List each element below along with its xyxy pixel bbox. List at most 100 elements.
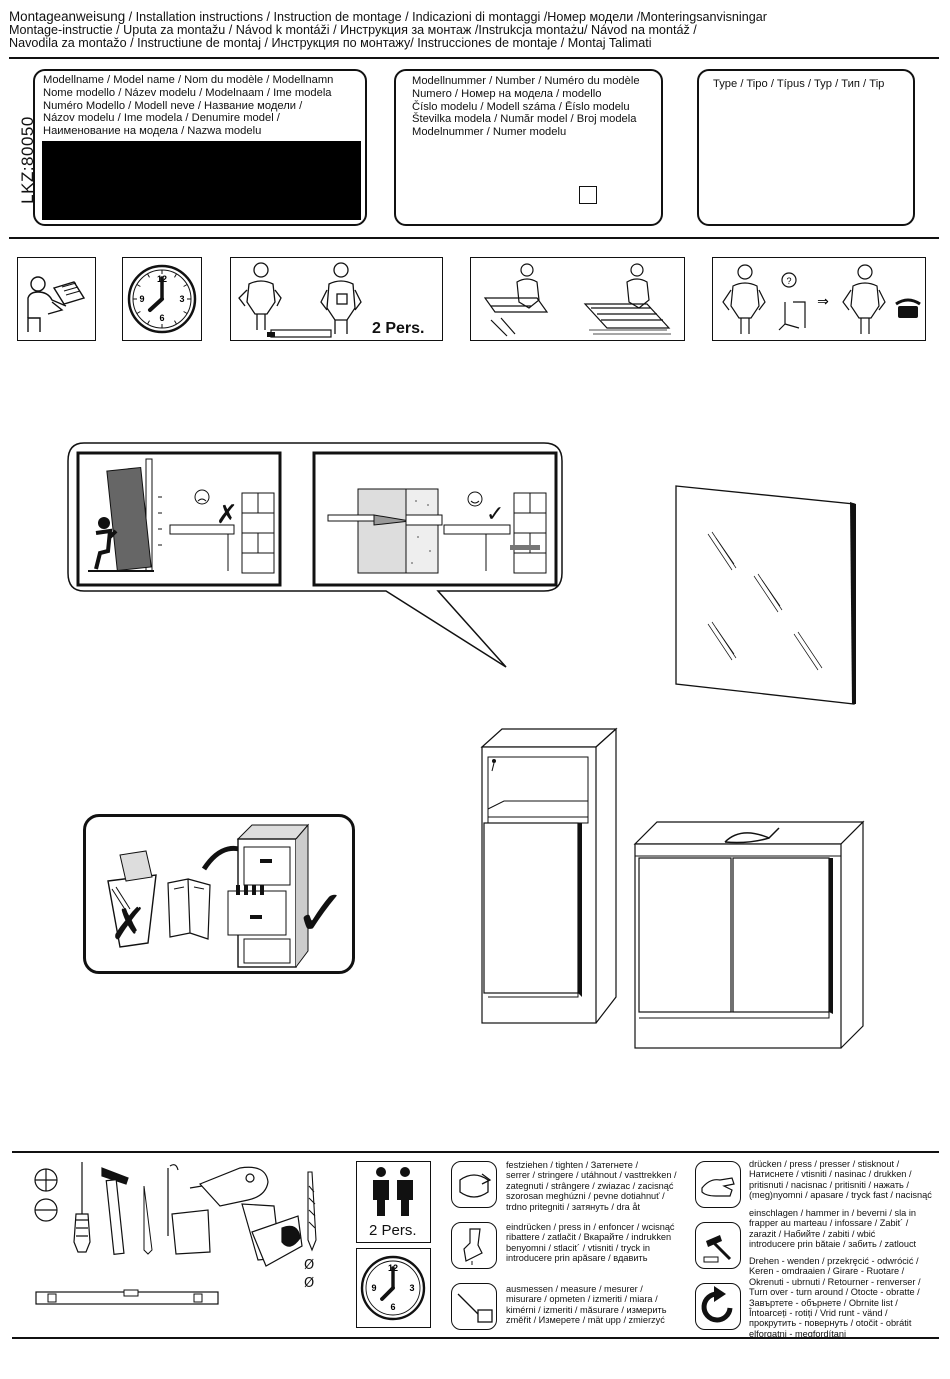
press-in-line: benyomni / stlacit´ / vtisniti / tryck i… — [506, 1242, 650, 1253]
measure-line: misurare / opmeten / izmeriti / miara / — [506, 1294, 658, 1305]
turn-over-icon — [701, 1286, 733, 1323]
model-name-box: Modellname / Model name / Nom du modèle … — [33, 69, 367, 226]
two-persons-icon — [373, 1167, 413, 1216]
keep-manual-panel: ✗ ✓ — [83, 814, 355, 974]
bottom-rule-bottom — [12, 1337, 939, 1339]
redacted-model-name — [42, 141, 361, 220]
model-number-checkbox[interactable] — [579, 186, 597, 204]
sink-cabinet-illustration — [633, 820, 865, 1049]
press-in-line: introducere prin apăsare / вдавить — [506, 1253, 648, 1264]
model-number-box: Modellnummer / Number / Numéro du modèle… — [394, 69, 663, 226]
press-line: (meg)nyomni / apasare / tryck fast / nac… — [749, 1190, 932, 1201]
tall-cabinet-illustration — [480, 727, 618, 1024]
hammer-icon — [101, 1167, 129, 1255]
drill-diameter-1: Ø — [304, 1258, 315, 1273]
turn-over-line: Întoarceți - rotiți / Vrid runt - vänd / — [749, 1308, 888, 1319]
turn-over-line: Keren - omdraaien / Girare - Ruotare / — [749, 1266, 905, 1277]
hammer-in-line: introducere prin bătaie / забить / zatlo… — [749, 1239, 917, 1250]
svg-text:?: ? — [786, 276, 791, 286]
model-number-line: Modelnummer / Numer modelu — [412, 126, 567, 139]
hammer-in-line: zarazit / Набийте / zabiti / wbić — [749, 1228, 876, 1239]
drill-diameter-2: Ø — [304, 1276, 315, 1291]
press-hand-icon — [701, 1177, 735, 1197]
small-clock-number-9: 9 — [371, 1283, 376, 1293]
header-line-3: Navodila za montažo / Instructiune de mo… — [9, 36, 652, 50]
small-clock-icon: 12 3 6 9 — [360, 1255, 426, 1321]
press-line: drücken / press / presser / stisknout / — [749, 1159, 900, 1169]
measure-line: změřit / Измерете / mät upp / zmierzyć — [506, 1315, 665, 1326]
model-name-line: Numéro Modello / Modell neve / Название … — [43, 99, 303, 112]
svg-text:⇒: ⇒ — [817, 294, 829, 310]
floor-protection-panel — [470, 257, 685, 341]
read-manual-icon — [27, 276, 86, 332]
press-in-legend-box — [451, 1222, 497, 1269]
missing-parts-call-icon: ? ⇒ — [722, 264, 921, 334]
model-name-line: Modellname / Model name / Nom du modèle … — [43, 74, 334, 86]
clock-number-9: 9 — [139, 294, 144, 304]
press-in-line: ribattere / zatlačit / Вкарайте / indruk… — [506, 1232, 672, 1243]
tighten-line: festziehen / tighten / Затегнете / — [506, 1160, 639, 1170]
small-clock-number-6: 6 — [390, 1302, 395, 1312]
press-in-icon — [463, 1228, 483, 1265]
turn-over-line: Drehen - wenden / przekręcić - odwrócić … — [749, 1256, 919, 1266]
drill-icon — [189, 1166, 303, 1267]
clock-panel: 12 3 6 9 — [122, 257, 202, 341]
small-clock-number-3: 3 — [409, 1283, 414, 1293]
svg-text:✓: ✓ — [486, 502, 504, 527]
press-line: Натиснете / vtisniti / nasinac / drukken… — [749, 1169, 912, 1180]
turn-over-line: Okrenuti - ubrnuti / Retourner - renvers… — [749, 1276, 921, 1287]
header-line-2: Montage-instructie / Uputa za montažu / … — [9, 23, 697, 37]
tighten-line: serrer / stringere / utáhnout / vasttrek… — [506, 1170, 677, 1181]
clock-number-6: 6 — [159, 313, 164, 323]
two-person-label: 2 Pers. — [372, 320, 425, 337]
tools-illustration — [34, 1162, 317, 1305]
press-line: pritisnuti / nacisnac / pritisniti / наж… — [749, 1179, 909, 1190]
turn-over-line: Turn over - turn around / Otocte - obrat… — [749, 1287, 920, 1298]
section-rule-top — [9, 237, 939, 239]
header-title: Montageanweisung — [9, 9, 126, 24]
missing-parts-panel: ? ⇒ — [712, 257, 926, 341]
turn-over-legend-box — [695, 1283, 741, 1330]
tighten-line: szorosan meghúzni / pevne dotiahnuť / — [506, 1191, 665, 1202]
model-number-line: Numero / Номер на модела / modello — [412, 87, 602, 100]
tighten-line: zategnuti / strângere / zwiazac / zacisn… — [506, 1180, 674, 1191]
screwdriver-icon — [34, 1162, 91, 1253]
two-persons-label: 2 Pers. — [369, 1222, 417, 1239]
bottom-rule-top — [12, 1151, 939, 1153]
tighten-text: festziehen / tighten / Затегнете / serre… — [506, 1160, 677, 1212]
turn-over-line: прокрутить - повернуть / otočit - obráti… — [749, 1318, 912, 1329]
measure-icon — [457, 1293, 493, 1323]
hammer-in-text: einschlagen / hammer in / beverni / sla … — [749, 1208, 916, 1250]
header-line-1-rest: / Installation instructions / Instructio… — [125, 10, 767, 24]
floor-protection-icon — [483, 263, 671, 337]
clock-icon: 12 3 6 9 — [127, 264, 197, 334]
type-label: Type / Tipo / Típus / Typ / Тип / Tip — [713, 78, 885, 90]
svg-text:✗: ✗ — [110, 899, 147, 950]
model-name-line: Наименование на модела / Nazwa modelu — [43, 125, 262, 138]
model-number-line: Modellnummer / Number / Numéro du modèle — [412, 75, 640, 87]
read-manual-panel — [17, 257, 96, 341]
header-rule — [9, 57, 939, 59]
hammer-in-icon — [703, 1235, 732, 1263]
turn-over-line: Завъртете - обърнете / Obrnite list / — [749, 1297, 898, 1308]
model-number-line: Številka modela / Număr model / Broj mod… — [412, 113, 637, 126]
header-languages: Montageanweisung / Installation instruct… — [9, 10, 944, 50]
model-number-line: Číslo modelu / Modell száma / Ēíslo mode… — [412, 100, 630, 113]
turn-over-text: Drehen - wenden / przekręcić - odwrócić … — [749, 1256, 921, 1339]
press-in-text: eindrücken / press in / enfoncer / wcisn… — [506, 1222, 675, 1264]
tighten-icon — [459, 1173, 492, 1198]
model-name-line: Názov modelu / Ime modela / Denumire mod… — [43, 112, 280, 125]
type-box: Type / Tipo / Típus / Typ / Тип / Tip — [697, 69, 915, 226]
hammer-in-line: frapper au marteau / infossare / Zabit´ … — [749, 1218, 909, 1229]
model-name-line: Nome modello / Název modelu / Modelnaam … — [43, 86, 332, 99]
svg-text:✓: ✓ — [294, 877, 348, 951]
press-text: drücken / press / presser / stisknout / … — [749, 1159, 932, 1201]
mirror-illustration — [675, 485, 856, 705]
press-legend-box — [695, 1161, 741, 1208]
tighten-line: trdno pritegniti / затянуть / dra åt — [506, 1201, 640, 1212]
svg-text:✗: ✗ — [216, 500, 238, 530]
two-person-panel: 2 Pers. — [230, 257, 443, 341]
hammer-in-legend-box — [695, 1222, 741, 1269]
small-clock-box: 12 3 6 9 — [356, 1248, 431, 1328]
press-in-line: eindrücken / press in / enfoncer / wcisn… — [506, 1222, 675, 1232]
